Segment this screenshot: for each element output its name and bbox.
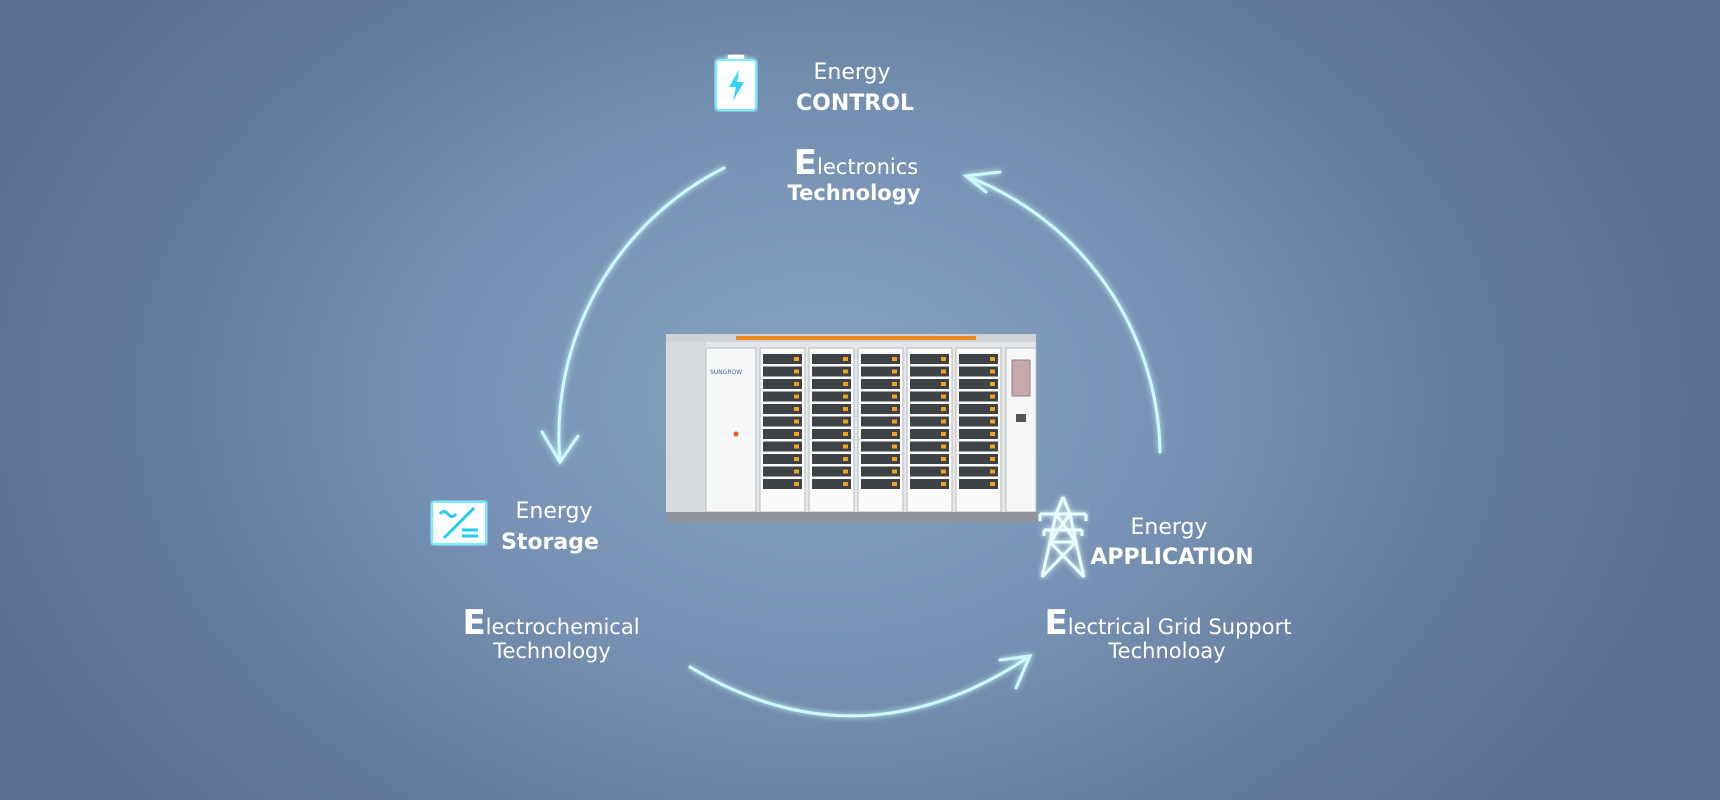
storage-tech-line2: Technology bbox=[493, 639, 611, 663]
battery-module bbox=[763, 379, 802, 389]
brand-logo: SUNGROW bbox=[710, 369, 742, 376]
battery-module bbox=[959, 391, 998, 402]
battery-module bbox=[910, 404, 949, 414]
power-tower-icon bbox=[1038, 496, 1088, 579]
battery-module bbox=[861, 366, 900, 377]
battery-module bbox=[910, 354, 949, 364]
battery-module bbox=[763, 429, 802, 439]
battery-module bbox=[763, 404, 802, 414]
control-label-line1: Energy bbox=[813, 60, 891, 85]
battery-module bbox=[959, 416, 998, 427]
storage-label-line2: Storage bbox=[501, 530, 599, 555]
battery-module bbox=[959, 441, 998, 452]
battery-module bbox=[910, 391, 949, 402]
battery-module bbox=[812, 466, 851, 477]
arc-storage-to-application bbox=[688, 654, 1032, 718]
battery-module bbox=[812, 429, 851, 439]
application-label-line2: APPLICATION bbox=[1090, 545, 1254, 570]
battery-module bbox=[910, 454, 949, 464]
battery-module bbox=[861, 379, 900, 389]
battery-module bbox=[861, 416, 900, 427]
control-tech-line1: Electronics bbox=[793, 143, 919, 183]
battery-module bbox=[959, 404, 998, 414]
battery-module bbox=[959, 354, 998, 364]
battery-module bbox=[812, 379, 851, 389]
battery-module bbox=[763, 354, 802, 364]
storage-label-line1: Energy bbox=[515, 499, 593, 524]
battery-module bbox=[812, 366, 851, 377]
application-tech-line1: Electrical Grid Support bbox=[1044, 603, 1292, 643]
control-label-line2: CONTROL bbox=[796, 91, 914, 116]
battery-container-illustration: SUNGROW bbox=[666, 334, 1038, 522]
arc-control-to-storage bbox=[557, 166, 726, 464]
battery-module bbox=[959, 379, 998, 389]
battery-module bbox=[959, 479, 998, 489]
battery-module bbox=[812, 441, 851, 452]
battery-module bbox=[910, 466, 949, 477]
battery-module bbox=[861, 354, 900, 364]
arc-application-to-control bbox=[964, 174, 1162, 454]
battery-module bbox=[910, 379, 949, 389]
battery-module bbox=[959, 454, 998, 464]
battery-module bbox=[910, 429, 949, 439]
battery-module bbox=[861, 479, 900, 489]
battery-module bbox=[910, 441, 949, 452]
energy-storage-container-image: SUNGROW bbox=[666, 334, 1038, 526]
battery-module bbox=[861, 429, 900, 439]
battery-bolt-icon bbox=[715, 55, 757, 111]
battery-module bbox=[910, 416, 949, 427]
battery-module bbox=[959, 366, 998, 377]
storage-tech-line1: Electrochemical bbox=[462, 603, 640, 643]
battery-module bbox=[959, 466, 998, 477]
battery-module bbox=[861, 466, 900, 477]
battery-module bbox=[763, 391, 802, 402]
arrowhead-control bbox=[962, 170, 1002, 194]
arrowhead-storage bbox=[540, 430, 580, 465]
battery-module bbox=[861, 391, 900, 402]
battery-module bbox=[861, 454, 900, 464]
battery-module bbox=[910, 479, 949, 489]
battery-module bbox=[910, 366, 949, 377]
application-label-line1: Energy bbox=[1130, 515, 1208, 540]
control-tech-line2: Technology bbox=[787, 181, 921, 205]
battery-module bbox=[959, 429, 998, 439]
battery-module bbox=[763, 366, 802, 377]
application-tech-line2: Technoloay bbox=[1108, 639, 1226, 663]
battery-module bbox=[763, 466, 802, 477]
battery-module bbox=[812, 391, 851, 402]
battery-module bbox=[812, 454, 851, 464]
battery-module bbox=[812, 404, 851, 414]
arrowhead-application bbox=[998, 654, 1033, 690]
battery-module bbox=[812, 354, 851, 364]
battery-module bbox=[861, 441, 900, 452]
battery-module bbox=[861, 404, 900, 414]
ac-dc-converter-icon bbox=[431, 501, 487, 545]
battery-module bbox=[812, 416, 851, 427]
battery-module bbox=[763, 454, 802, 464]
battery-module bbox=[763, 441, 802, 452]
battery-module bbox=[763, 416, 802, 427]
battery-module bbox=[812, 479, 851, 489]
battery-module bbox=[763, 479, 802, 489]
